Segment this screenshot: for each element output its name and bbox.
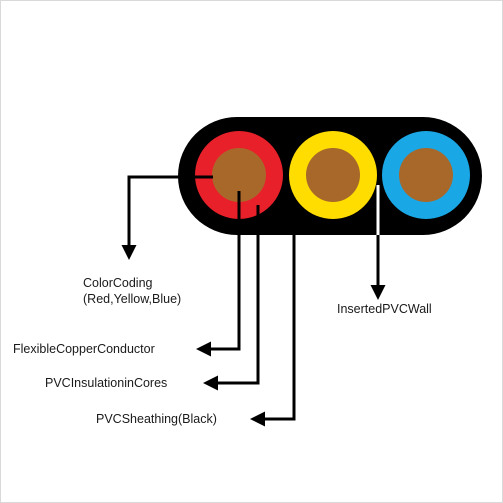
inserted-pvc-wall-label: InsertedPVCWall xyxy=(337,302,432,316)
flexible-copper-conductor-leader-arrow xyxy=(196,191,241,357)
pvc-sheathing-leader-arrow xyxy=(250,233,296,427)
pvc-insulation-leader-arrow xyxy=(203,205,260,391)
red-core-copper-conductor xyxy=(212,148,266,202)
yellow-core-copper-conductor xyxy=(306,148,360,202)
color-coding-title: ColorCoding xyxy=(83,276,153,290)
pvc-sheathing-label: PVCSheathing(Black) xyxy=(96,412,217,426)
flexible-copper-conductor-label: FlexibleCopperConductor xyxy=(13,342,155,356)
pvc-insulation-label: PVCInsulationinCores xyxy=(45,376,168,390)
color-coding-label: ColorCoding (Red,Yellow,Blue) xyxy=(83,275,181,307)
color-coding-values: (Red,Yellow,Blue) xyxy=(83,292,182,306)
blue-core-copper-conductor xyxy=(399,148,453,202)
color-coding-leader-arrow xyxy=(121,175,213,260)
